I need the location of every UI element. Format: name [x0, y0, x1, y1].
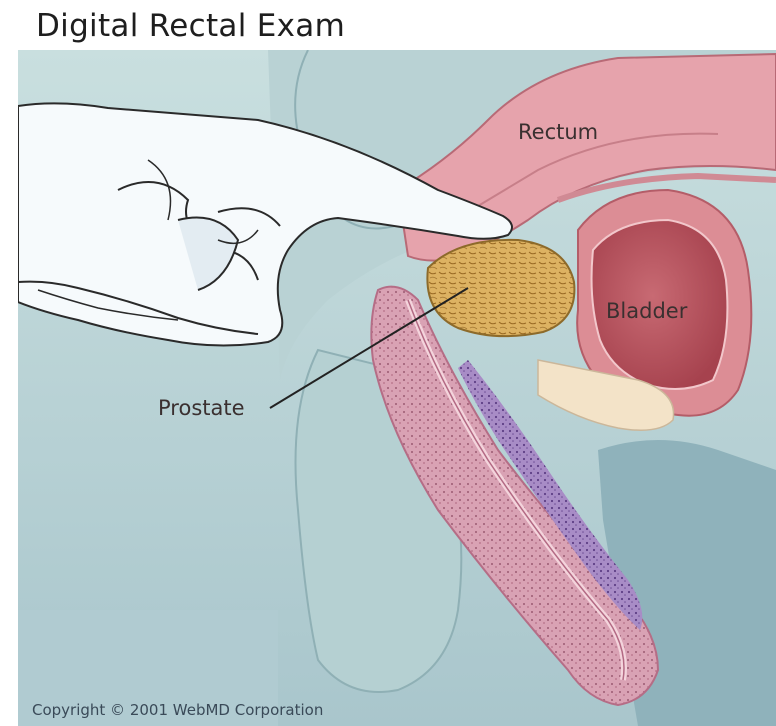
anatomy-illustration: Rectum Bladder Prostate Copyright © 2001… — [18, 50, 776, 726]
prostate — [427, 240, 574, 336]
prostate-label: Prostate — [158, 396, 245, 420]
page-title: Digital Rectal Exam — [36, 4, 345, 48]
bladder-label: Bladder — [606, 299, 687, 323]
copyright-notice: Copyright © 2001 WebMD Corporation — [32, 701, 323, 719]
rectum-label: Rectum — [518, 120, 598, 144]
